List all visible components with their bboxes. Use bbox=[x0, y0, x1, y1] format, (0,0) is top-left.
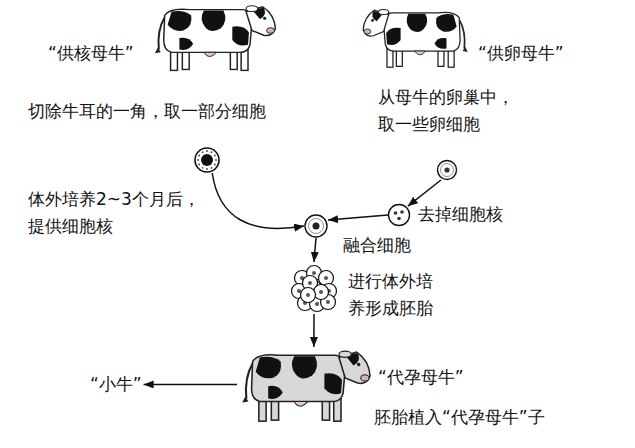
cow-name-label: “供核母牛” bbox=[48, 42, 134, 65]
cell-node: 进行体外培 养形成胚胎 bbox=[288, 262, 340, 314]
surrogate-cow-node: “代孕母牛”胚胎植入“代孕母牛”子 bbox=[237, 347, 372, 425]
cell-node: 去掉细胞核 bbox=[388, 204, 410, 226]
cell-node: 切除牛耳的一角，取一部分细胞 bbox=[194, 147, 220, 173]
edge-label: 体外培养2~3个月后， 提供细胞核 bbox=[28, 186, 208, 240]
flow-arrow bbox=[212, 173, 304, 228]
enuc-cell-shape bbox=[388, 204, 410, 226]
flow-arrow bbox=[313, 314, 315, 347]
cow-name-label: “供卵母牛” bbox=[478, 42, 564, 65]
flow-arrow bbox=[408, 180, 441, 206]
cell-node: 融合细胞 bbox=[304, 214, 328, 238]
ear-cell-shape bbox=[194, 147, 220, 173]
node-label: 去掉细胞核 bbox=[418, 203, 503, 226]
fused-cell-shape bbox=[304, 214, 328, 238]
node-label: 进行体外培 养形成胚胎 bbox=[348, 268, 443, 322]
flow-arrow bbox=[328, 215, 388, 220]
flow-arrow bbox=[144, 384, 237, 386]
node-label: 从母牛的卵巢中， 取一些卵细胞 bbox=[378, 84, 524, 138]
node-label: “代孕母牛” bbox=[378, 366, 464, 389]
node-label: 融合细胞 bbox=[343, 234, 411, 257]
node-label: 切除牛耳的一角，取一部分细胞 bbox=[28, 100, 266, 123]
egg-cell-shape bbox=[437, 160, 457, 180]
text-node: “小牛” bbox=[88, 372, 144, 397]
flow-arrow bbox=[314, 238, 316, 262]
node-label: 胚胎植入“代孕母牛”子 bbox=[374, 406, 545, 429]
cell-node: 从母牛的卵巢中， 取一些卵细胞 bbox=[437, 160, 457, 180]
embryo-cell-shape bbox=[288, 262, 340, 314]
node-label: “小牛” bbox=[88, 372, 144, 397]
